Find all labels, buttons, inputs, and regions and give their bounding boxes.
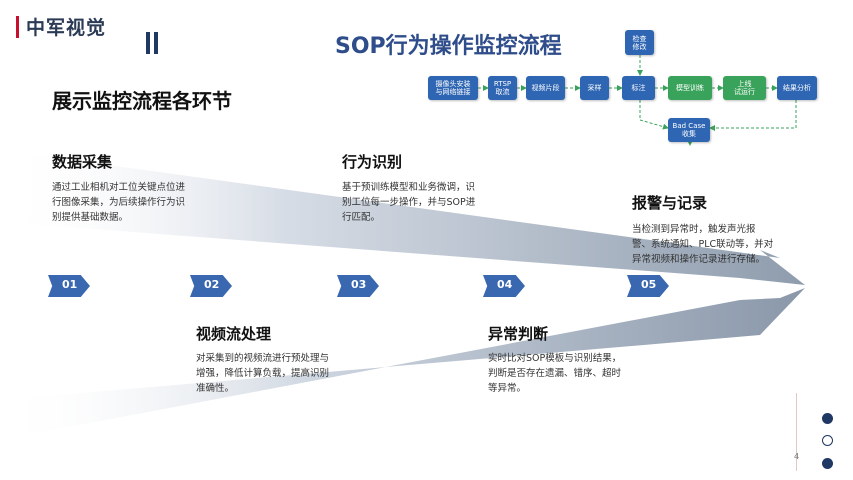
flow-node-model-training: 模型训练 (668, 76, 712, 100)
stage-desc-03: 基于预训练模型和业务微调，识别工位每一步操作，并与SOP进行匹配。 (342, 182, 476, 223)
page-dot-2[interactable] (822, 435, 833, 446)
stage-desc-01: 通过工业相机对工位关键点位进行图像采集，为后续操作行为识别提供基础数据。 (52, 182, 186, 223)
flow-node-deploy-trial: 上线 试运行 (723, 76, 766, 100)
flow-node-video-clip: 视频片段 (526, 76, 565, 100)
page-number: 4 (794, 452, 800, 461)
stage-title-04: 异常判断 (488, 325, 549, 343)
brand-logo-text: 中军视觉 (26, 17, 107, 39)
section-subtitle: 展示监控流程各环节 (52, 89, 232, 113)
stage-desc-02: 对采集到的视频流进行预处理与增强，降低计算负载，提高识别准确性。 (196, 353, 330, 394)
divider-line (796, 393, 797, 471)
brand-accent-bar (16, 16, 19, 38)
page-dot-1[interactable] (822, 413, 833, 424)
flow-node-annotation: 标注 (622, 76, 655, 100)
stage-title-03: 行为识别 (342, 153, 403, 171)
flow-node-result-analysis: 结果分析 (777, 76, 817, 100)
title-marker (146, 32, 160, 54)
stage-title-05: 报警与记录 (632, 194, 708, 212)
stage-title-01: 数据采集 (52, 153, 113, 171)
flow-node-sampling: 采样 (580, 76, 609, 100)
page-title: SOP行为操作监控流程 (335, 34, 562, 59)
stage-marker-04: 04 (483, 275, 525, 297)
timeline-arrow-lower (0, 288, 805, 440)
flow-node-camera: 摄像头安装 与网络链接 (428, 76, 478, 100)
stage-marker-05: 05 (627, 275, 669, 297)
stage-desc-04: 实时比对SOP模板与识别结果，判断是否存在遗漏、错序、超时等异常。 (488, 353, 622, 394)
stage-marker-03: 03 (337, 275, 379, 297)
flow-node-check-modify: 检查 修改 (625, 30, 654, 55)
stage-marker-02: 02 (190, 275, 232, 297)
flow-node-rtsp: RTSP 取流 (488, 76, 517, 100)
timeline-arrow-upper (0, 150, 805, 285)
stage-title-02: 视频流处理 (196, 325, 272, 343)
flow-node-badcase-collect: Bad Case 收集 (668, 118, 710, 142)
stage-marker-01: 01 (48, 275, 90, 297)
page-dot-3[interactable] (822, 458, 833, 469)
stage-desc-05: 当检测到异常时，触发声光报警、系统通知、PLC联动等，并对异常视频和操作记录进行… (632, 224, 774, 265)
